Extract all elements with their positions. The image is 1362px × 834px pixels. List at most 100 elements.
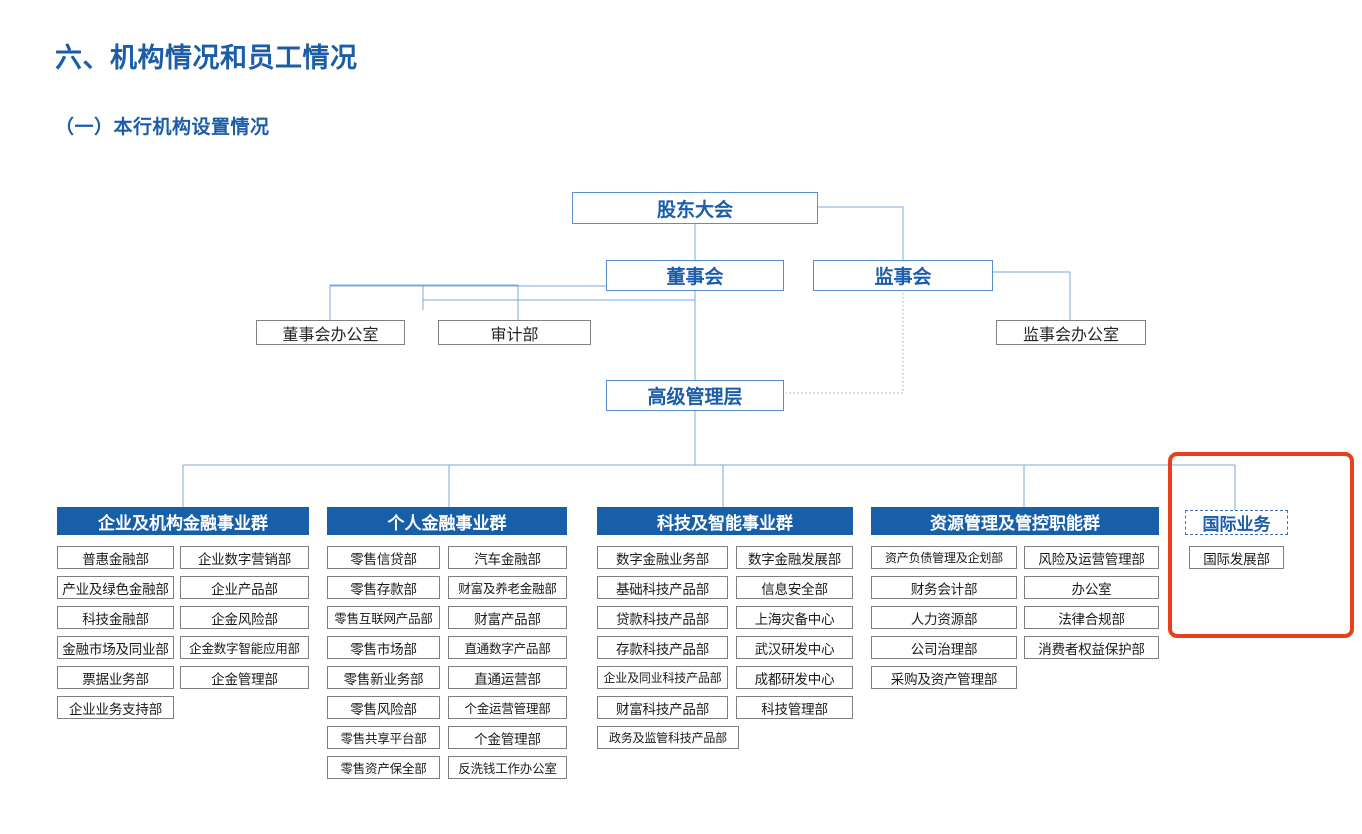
dept-box[interactable]: 直通运营部 xyxy=(448,666,567,689)
dept-box[interactable]: 产业及绿色金融部 xyxy=(57,576,174,599)
org-node-board[interactable]: 董事会 xyxy=(606,260,784,291)
group-header-resource-management-control[interactable]: 资源管理及管控职能群 xyxy=(871,507,1159,535)
dept-box[interactable]: 企业及同业科技产品部 xyxy=(597,666,728,689)
dept-label: 零售共享平台部 xyxy=(340,732,427,746)
dept-box[interactable]: 科技金融部 xyxy=(57,606,174,629)
dept-box[interactable]: 个金运营管理部 xyxy=(448,696,567,719)
dept-label: 票据业务部 xyxy=(82,671,149,687)
dept-box[interactable]: 直通数字产品部 xyxy=(448,636,567,659)
dept-label: 办公室 xyxy=(1071,581,1112,597)
dept-box[interactable]: 财富及养老金融部 xyxy=(448,576,567,599)
dept-label: 成都研发中心 xyxy=(754,671,835,687)
dept-box[interactable]: 数字金融发展部 xyxy=(736,546,853,569)
dept-box[interactable]: 消费者权益保护部 xyxy=(1024,636,1159,659)
dept-label: 政务及监管科技产品部 xyxy=(608,731,727,745)
dept-label: 汽车金融部 xyxy=(474,551,541,567)
dept-label: 存款科技产品部 xyxy=(615,641,710,657)
dept-box[interactable]: 风险及运营管理部 xyxy=(1024,546,1159,569)
page-title: 六、机构情况和员工情况 xyxy=(55,43,358,73)
dept-label: 贷款科技产品部 xyxy=(615,611,710,627)
dept-box[interactable]: 个金管理部 xyxy=(448,726,567,749)
dept-box[interactable]: 信息安全部 xyxy=(736,576,853,599)
dept-label: 直通数字产品部 xyxy=(464,642,551,656)
group-header-corporate-institutional-finance[interactable]: 企业及机构金融事业群 xyxy=(57,507,309,535)
dept-box[interactable]: 企业产品部 xyxy=(180,576,309,599)
org-node-label: 监事会 xyxy=(874,267,932,288)
dept-box[interactable]: 票据业务部 xyxy=(57,666,174,689)
dept-box[interactable]: 政务及监管科技产品部 xyxy=(597,726,739,749)
dept-box[interactable]: 普惠金融部 xyxy=(57,546,174,569)
dept-label: 财富科技产品部 xyxy=(615,701,710,717)
dept-box[interactable]: 零售存款部 xyxy=(327,576,440,599)
dept-box[interactable]: 零售信贷部 xyxy=(327,546,440,569)
dept-box[interactable]: 财务会计部 xyxy=(871,576,1017,599)
org-node-supervisors[interactable]: 监事会 xyxy=(813,260,993,291)
group-header-personal-finance[interactable]: 个人金融事业群 xyxy=(327,507,567,535)
dept-box[interactable]: 法律合规部 xyxy=(1024,606,1159,629)
dept-label: 财富产品部 xyxy=(474,611,541,627)
dept-box[interactable]: 零售共享平台部 xyxy=(327,726,440,749)
dept-box[interactable]: 零售市场部 xyxy=(327,636,440,659)
org-node-senior-management[interactable]: 高级管理层 xyxy=(606,380,784,411)
dept-box[interactable]: 办公室 xyxy=(1024,576,1159,599)
org-node-shareholders[interactable]: 股东大会 xyxy=(572,192,818,224)
dept-label: 普惠金融部 xyxy=(82,551,149,567)
dept-box[interactable]: 金融市场及同业部 xyxy=(57,636,174,659)
dept-box[interactable]: 零售新业务部 xyxy=(327,666,440,689)
dept-box[interactable]: 存款科技产品部 xyxy=(597,636,728,659)
dept-box[interactable]: 财富科技产品部 xyxy=(597,696,728,719)
dept-label: 金融市场及同业部 xyxy=(62,641,169,657)
group-header-international-business[interactable]: 国际业务 xyxy=(1185,510,1288,535)
dept-box[interactable]: 企金数字智能应用部 xyxy=(180,636,309,659)
dept-box[interactable]: 武汉研发中心 xyxy=(736,636,853,659)
group-header-label: 个人金融事业群 xyxy=(387,513,507,533)
dept-label: 数字金融业务部 xyxy=(615,551,710,567)
org-node-supervisor-office[interactable]: 监事会办公室 xyxy=(996,320,1146,345)
dept-label: 零售资产保全部 xyxy=(340,762,427,776)
dept-box[interactable]: 零售互联网产品部 xyxy=(327,606,440,629)
group-header-label: 科技及智能事业群 xyxy=(657,513,793,533)
dept-box[interactable]: 反洗钱工作办公室 xyxy=(448,756,567,779)
dept-box[interactable]: 基础科技产品部 xyxy=(597,576,728,599)
dept-label: 公司治理部 xyxy=(910,641,978,657)
org-node-label: 董事会 xyxy=(666,267,724,288)
dept-label: 零售市场部 xyxy=(350,641,417,657)
org-node-board-office[interactable]: 董事会办公室 xyxy=(256,320,405,345)
dept-box[interactable]: 汽车金融部 xyxy=(448,546,567,569)
dept-box[interactable]: 采购及资产管理部 xyxy=(871,666,1017,689)
dept-box[interactable]: 成都研发中心 xyxy=(736,666,853,689)
dept-label: 消费者权益保护部 xyxy=(1038,641,1145,657)
dept-label: 财富及养老金融部 xyxy=(458,582,557,596)
dept-box[interactable]: 人力资源部 xyxy=(871,606,1017,629)
dept-label: 企业产品部 xyxy=(211,581,278,597)
dept-box[interactable]: 贷款科技产品部 xyxy=(597,606,728,629)
group-header-label: 国际业务 xyxy=(1202,515,1271,534)
dept-label: 采购及资产管理部 xyxy=(890,671,998,687)
dept-box[interactable]: 企业数字营销部 xyxy=(180,546,309,569)
dept-box[interactable]: 企业业务支持部 xyxy=(57,696,174,719)
dept-box[interactable]: 企金风险部 xyxy=(180,606,309,629)
dept-box[interactable]: 科技管理部 xyxy=(736,696,853,719)
dept-label: 数字金融发展部 xyxy=(747,551,842,567)
org-node-label: 董事会办公室 xyxy=(282,326,379,344)
dept-label: 上海灾备中心 xyxy=(754,611,835,627)
org-node-label: 监事会办公室 xyxy=(1022,326,1119,344)
dept-label: 信息安全部 xyxy=(761,581,828,597)
dept-box[interactable]: 企金管理部 xyxy=(180,666,309,689)
dept-label: 国际发展部 xyxy=(1203,551,1270,567)
dept-label: 零售信贷部 xyxy=(350,551,417,567)
dept-label: 基础科技产品部 xyxy=(615,581,710,597)
org-node-audit-dept[interactable]: 审计部 xyxy=(438,320,591,345)
org-node-label: 高级管理层 xyxy=(647,387,743,408)
dept-box[interactable]: 财富产品部 xyxy=(448,606,567,629)
dept-box[interactable]: 国际发展部 xyxy=(1189,546,1284,569)
dept-box[interactable]: 零售风险部 xyxy=(327,696,440,719)
dept-box[interactable]: 上海灾备中心 xyxy=(736,606,853,629)
dept-box[interactable]: 零售资产保全部 xyxy=(327,756,440,779)
dept-label: 反洗钱工作办公室 xyxy=(458,762,557,776)
dept-box[interactable]: 公司治理部 xyxy=(871,636,1017,659)
dept-box[interactable]: 数字金融业务部 xyxy=(597,546,728,569)
group-header-technology-intelligence[interactable]: 科技及智能事业群 xyxy=(597,507,853,535)
dept-box[interactable]: 资产负债管理及企划部 xyxy=(871,546,1017,569)
group-header-label: 企业及机构金融事业群 xyxy=(98,513,268,533)
